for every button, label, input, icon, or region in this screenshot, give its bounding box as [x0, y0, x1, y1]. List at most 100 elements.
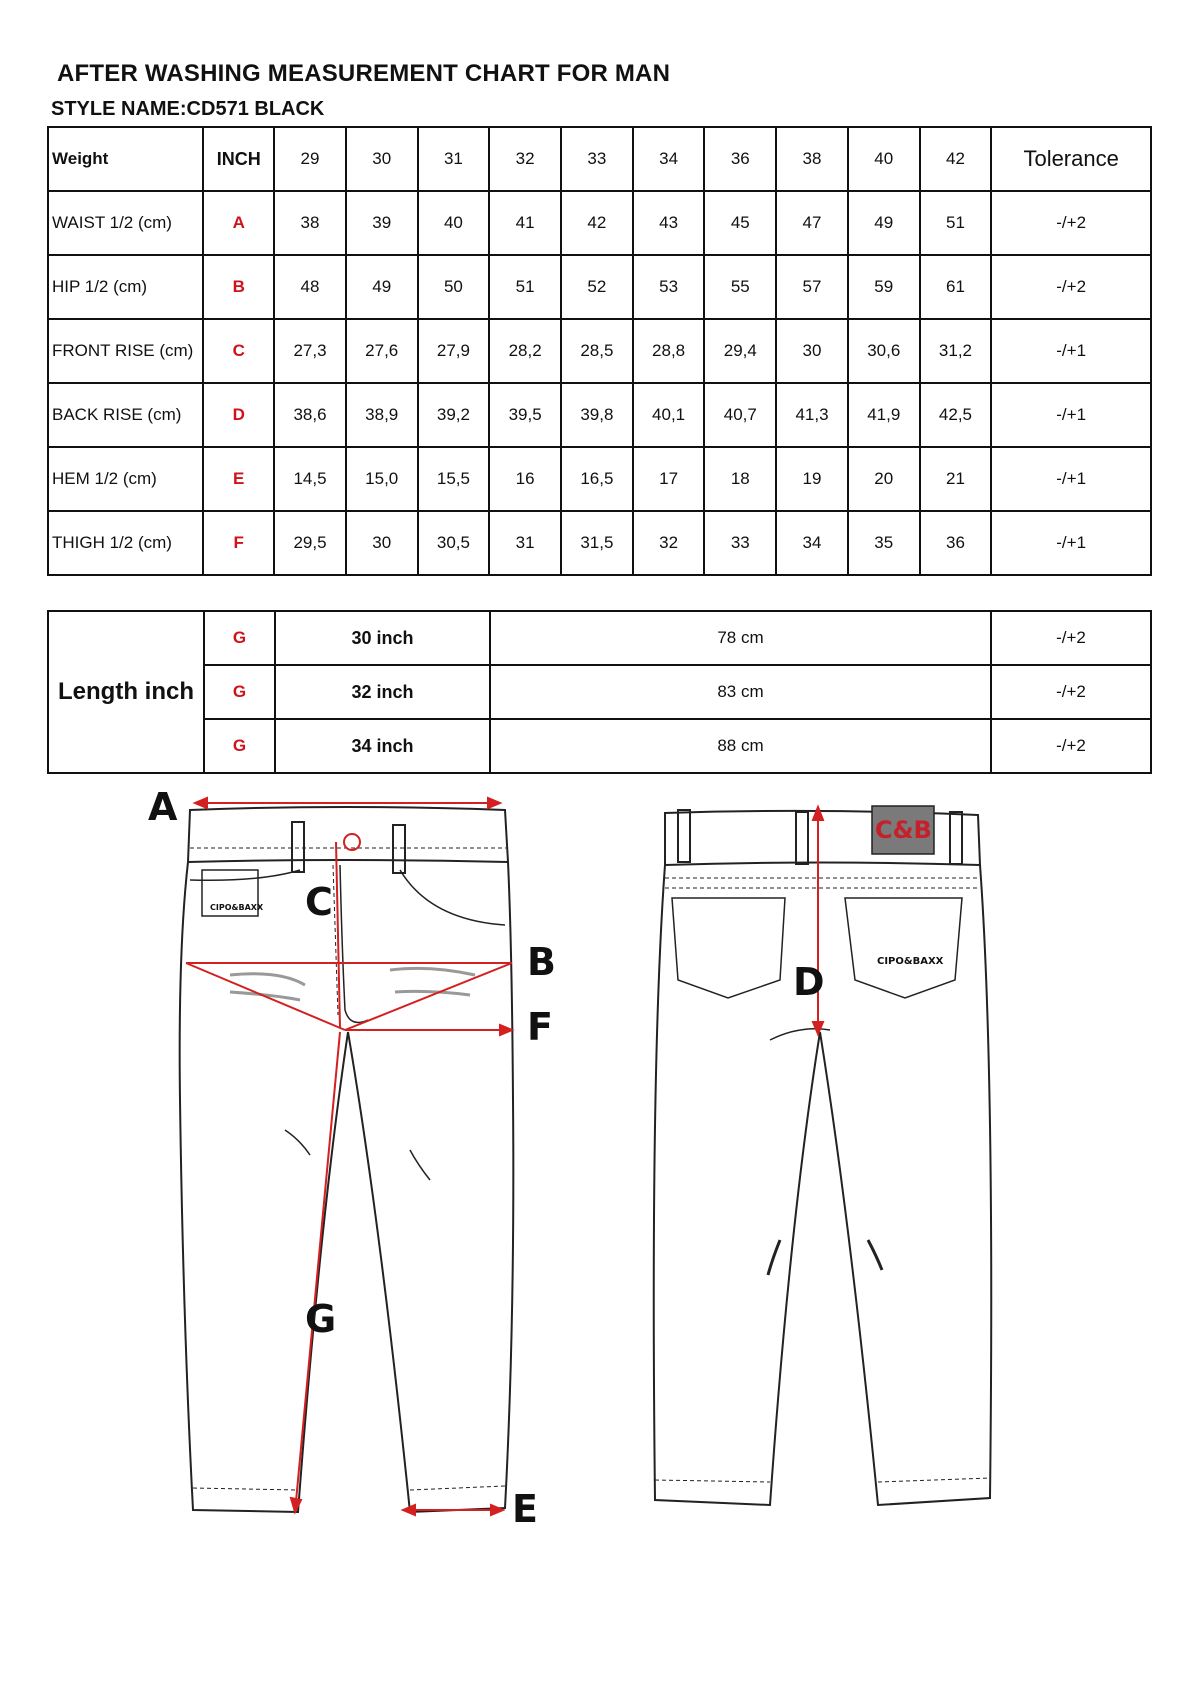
- header-size: 32: [488, 126, 562, 192]
- front-brand-label: CIPO&BAXX: [210, 903, 264, 912]
- header-size: 40: [846, 126, 921, 192]
- measurement-value: 61: [918, 254, 993, 320]
- label-b: B: [527, 940, 556, 984]
- page-title: AFTER WASHING MEASUREMENT CHART FOR MAN: [57, 60, 671, 87]
- measurement-value: 42: [560, 190, 634, 256]
- measurement-value: 43: [631, 190, 706, 256]
- header-weight: Weight: [46, 126, 205, 192]
- measurement-value: 18: [703, 446, 778, 512]
- measurement-value: 20: [846, 446, 921, 512]
- measurement-tolerance: -/+2: [990, 254, 1152, 320]
- measurement-value: 32: [631, 510, 706, 576]
- measurement-label: HEM 1/2 (cm): [46, 446, 205, 512]
- measurement-value: 14,5: [273, 446, 347, 512]
- header-size: 29: [273, 126, 347, 192]
- measurement-value: 30,5: [416, 510, 491, 576]
- measurement-value: 42,5: [918, 382, 993, 448]
- measurement-value: 39: [344, 190, 419, 256]
- measurement-label: FRONT RISE (cm): [46, 318, 205, 384]
- measurement-value: 27,9: [416, 318, 491, 384]
- measurement-value: 17: [631, 446, 706, 512]
- label-c: C: [305, 880, 333, 924]
- header-size: 36: [703, 126, 778, 192]
- measurement-value: 28,2: [488, 318, 562, 384]
- measurement-value: 27,6: [344, 318, 419, 384]
- measurement-value: 41,9: [846, 382, 921, 448]
- measurement-value: 40: [416, 190, 491, 256]
- length-label: Length inch: [47, 610, 205, 774]
- measurement-code: E: [202, 446, 276, 512]
- length-tolerance: -/+2: [990, 610, 1152, 666]
- measurement-tolerance: -/+1: [990, 382, 1152, 448]
- measurement-tolerance: -/+2: [990, 190, 1152, 256]
- measurement-value: 15,5: [416, 446, 491, 512]
- measurement-value: 51: [488, 254, 562, 320]
- length-code: G: [203, 610, 276, 666]
- header-size: 33: [560, 126, 634, 192]
- measurement-code: D: [202, 382, 276, 448]
- header-size: 42: [918, 126, 993, 192]
- length-inch: 34 inch: [274, 718, 491, 774]
- style-name: STYLE NAME:CD571 BLACK: [51, 98, 325, 120]
- measurement-code: C: [202, 318, 276, 384]
- back-pocket-brand-label: CIPO&BAXX: [877, 956, 944, 967]
- length-inch: 30 inch: [274, 610, 491, 666]
- measurement-value: 19: [775, 446, 849, 512]
- measurement-tolerance: -/+1: [990, 510, 1152, 576]
- label-f: F: [527, 1005, 553, 1049]
- measurement-value: 35: [846, 510, 921, 576]
- measurement-value: 33: [703, 510, 778, 576]
- back-view-jeans: [652, 809, 993, 1507]
- length-cm: 78 cm: [489, 610, 992, 666]
- measurement-value: 50: [416, 254, 491, 320]
- measurement-value: 38: [273, 190, 347, 256]
- measurement-value: 45: [703, 190, 778, 256]
- header-size: 38: [775, 126, 849, 192]
- header-inch: INCH: [202, 126, 276, 192]
- measurement-value: 55: [703, 254, 778, 320]
- measurement-value: 49: [846, 190, 921, 256]
- measurement-value: 47: [775, 190, 849, 256]
- label-a: A: [148, 785, 178, 829]
- header-size: 31: [416, 126, 491, 192]
- measurement-value: 38,9: [344, 382, 419, 448]
- measurement-value: 30: [344, 510, 419, 576]
- measurement-value: 52: [560, 254, 634, 320]
- measurement-value: 28,8: [631, 318, 706, 384]
- measurement-label: BACK RISE (cm): [46, 382, 205, 448]
- measurement-value: 27,3: [273, 318, 347, 384]
- length-tolerance: -/+2: [990, 718, 1152, 774]
- header-size: 30: [344, 126, 419, 192]
- measurement-label: HIP 1/2 (cm): [46, 254, 205, 320]
- front-view-jeans: [178, 806, 515, 1514]
- measurement-value: 41: [488, 190, 562, 256]
- measurement-tolerance: -/+1: [990, 318, 1152, 384]
- measurement-value: 59: [846, 254, 921, 320]
- measurement-value: 51: [918, 190, 993, 256]
- back-patch-label: C&B: [875, 816, 932, 844]
- measurement-value: 28,5: [560, 318, 634, 384]
- measurement-value: 49: [344, 254, 419, 320]
- measurement-value: 16,5: [560, 446, 634, 512]
- measurement-value: 39,2: [416, 382, 491, 448]
- length-cm: 88 cm: [489, 718, 992, 774]
- measurement-value: 29,5: [273, 510, 347, 576]
- measurement-code: A: [202, 190, 276, 256]
- length-inch: 32 inch: [274, 664, 491, 720]
- back-rise-arrow: [811, 804, 825, 1037]
- header-size: 34: [631, 126, 706, 192]
- measurement-value: 30: [775, 318, 849, 384]
- measurement-value: 57: [775, 254, 849, 320]
- measurement-value: 15,0: [344, 446, 419, 512]
- back-brand-patch: [871, 805, 935, 855]
- measurement-code: B: [202, 254, 276, 320]
